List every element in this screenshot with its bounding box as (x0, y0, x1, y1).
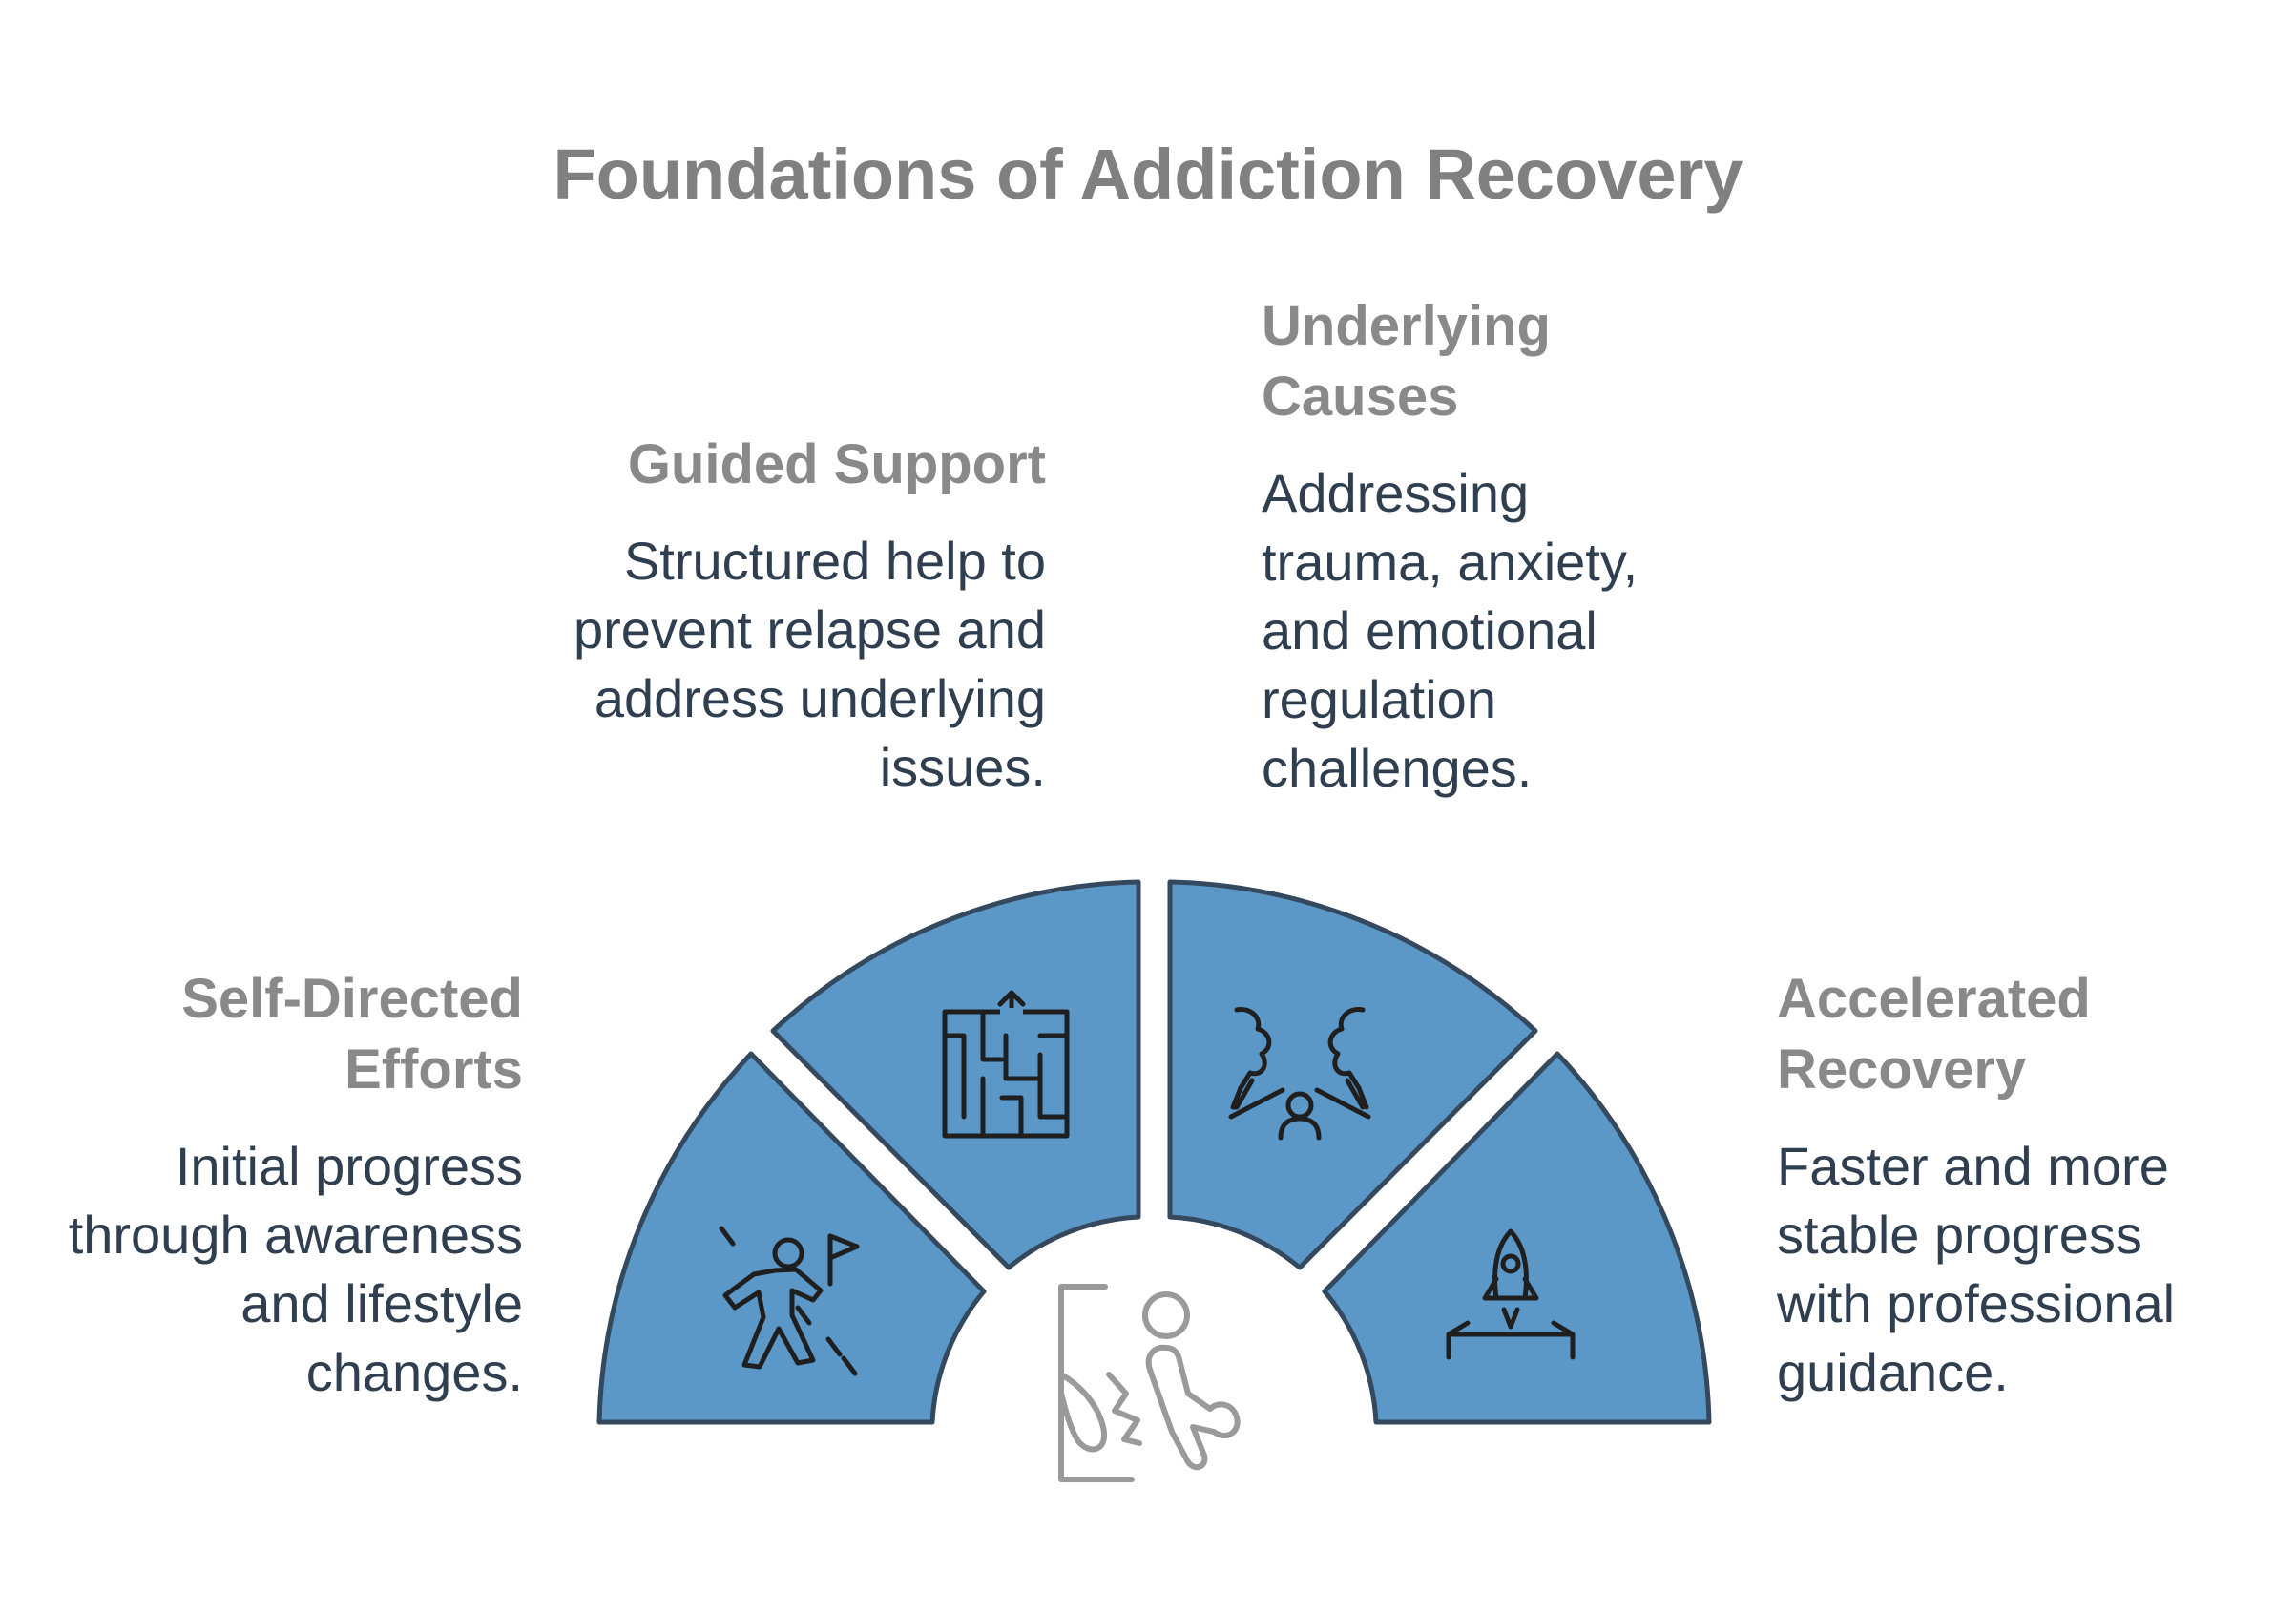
description-self-directed-efforts: Initial progress through awareness and l… (68, 1136, 523, 1402)
heading-guided-support: Guided Support (627, 433, 1046, 495)
label-guided-support: Guided Support Structured help to preven… (573, 430, 1046, 802)
hiker-with-flag-icon (719, 1226, 860, 1376)
heading-accelerated-recovery: Accelerated Recovery (1777, 968, 2091, 1101)
person-between-trees-icon (1228, 1007, 1371, 1141)
description-underlying-causes: Addressing trauma, anxiety, and emotiona… (1262, 463, 1639, 798)
heading-self-directed-efforts: Self-Directed Efforts (181, 968, 523, 1101)
person-leaving-door-icon (1058, 1284, 1241, 1482)
label-self-directed-efforts: Self-Directed Efforts Initial progress t… (67, 964, 523, 1407)
label-accelerated-recovery: Accelerated Recovery Faster and more sta… (1777, 964, 2233, 1407)
description-guided-support: Structured help to prevent relapse and a… (573, 531, 1046, 797)
rocket-launch-icon (1446, 1228, 1576, 1360)
heading-underlying-causes: Underlying Causes (1262, 295, 1551, 428)
segment-guided-support[interactable] (770, 879, 1141, 1270)
maze-icon (942, 990, 1070, 1139)
description-accelerated-recovery: Faster and more stable progress with pro… (1777, 1136, 2176, 1402)
page-title: Foundations of Addiction Recovery (553, 135, 1743, 214)
label-underlying-causes: Underlying Causes Addressing trauma, anx… (1262, 291, 1691, 803)
